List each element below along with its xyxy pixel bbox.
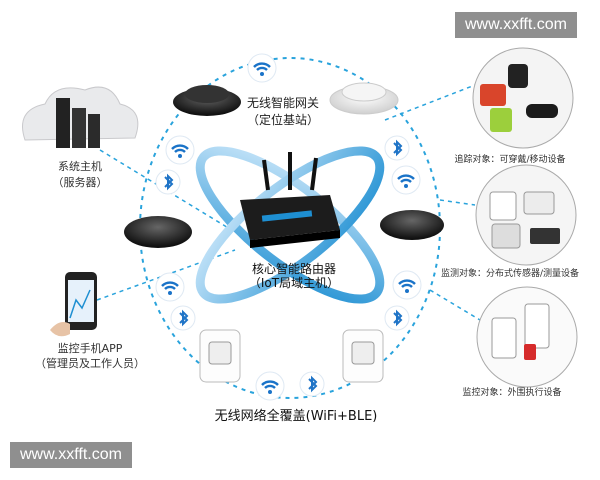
wifi-icon — [154, 271, 186, 303]
server-label-line2: （服务器） — [53, 176, 108, 189]
target-actuator-label: 监控对象：外围执行设备 — [462, 386, 561, 398]
network-label: 无线网络全覆盖(WiFi+BLE) — [215, 408, 378, 424]
router-label-line2: （IoT局域主机） — [249, 276, 339, 290]
watermark-bottom: www.xxfft.com — [10, 442, 132, 468]
bluetooth-icon — [170, 305, 196, 331]
server-icon — [22, 86, 139, 148]
swirl-orbits — [195, 146, 385, 304]
router-icon — [240, 152, 340, 248]
sensor-devices-image — [475, 164, 577, 266]
router-label-line1: 核心智能路由器 — [252, 261, 336, 276]
watermark-top: www.xxfft.com — [455, 12, 577, 38]
smartphone-icon — [50, 272, 97, 337]
app-label-line2: （管理员及工作人员） — [35, 356, 145, 370]
target-sensor-label: 监测对象：分布式传感器/测量设备 — [441, 267, 579, 279]
wifi-icon — [254, 370, 286, 402]
bluetooth-icon — [384, 305, 410, 331]
gateway-icon — [124, 82, 444, 248]
gateway-label-line2: （定位基站） — [247, 112, 319, 127]
wifi-icon — [164, 134, 196, 166]
bluetooth-icon — [155, 169, 181, 195]
wifi-icon — [246, 52, 278, 84]
bluetooth-icon — [299, 371, 325, 397]
bluetooth-icon — [384, 135, 410, 161]
wifi-icon — [391, 269, 423, 301]
actuator-devices-image — [476, 286, 578, 388]
wifi-icon — [390, 164, 422, 196]
server-label-line1: 系统主机 — [58, 159, 102, 173]
smart-plug-icon — [199, 329, 384, 383]
app-label-line1: 监控手机APP — [58, 341, 123, 355]
gateway-label-line1: 无线智能网关 — [247, 95, 319, 110]
wearable-devices-image — [472, 47, 574, 149]
target-wearable-label: 追踪对象：可穿戴/移动设备 — [454, 153, 565, 165]
